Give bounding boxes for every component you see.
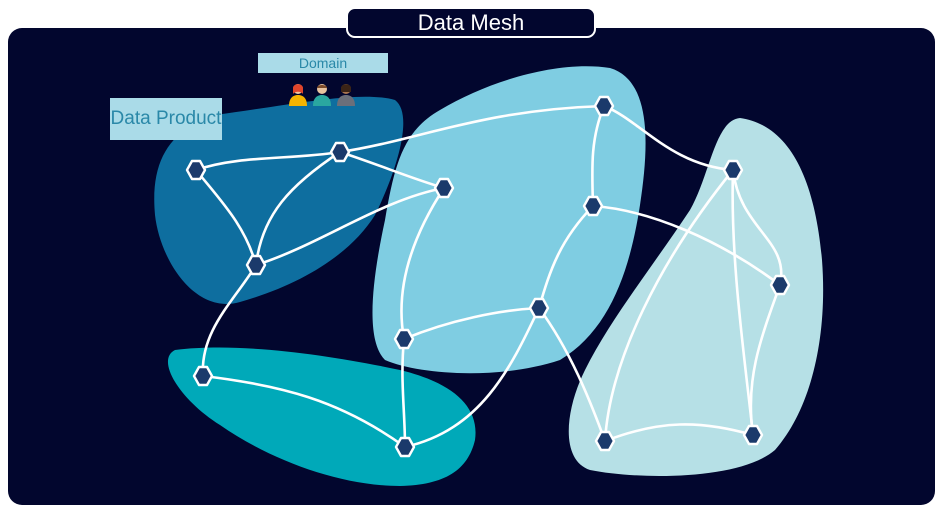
domain-label: Domain	[258, 53, 388, 73]
data-product-node	[394, 436, 416, 458]
person-icon	[289, 84, 307, 106]
data-product-node	[528, 297, 550, 319]
domain-region-light-blue	[372, 66, 646, 374]
data-product-node	[245, 254, 267, 276]
data-product-node	[742, 424, 764, 446]
data-product-node	[769, 274, 791, 296]
domain-region-pale	[568, 118, 824, 476]
data-product-node	[192, 365, 214, 387]
data-product-node	[594, 430, 616, 452]
data-product-label: Data Product	[110, 98, 222, 140]
data-product-node	[185, 159, 207, 181]
domain-team-icons	[289, 84, 355, 106]
person-icon	[313, 84, 331, 106]
data-product-node	[433, 177, 455, 199]
data-product-node	[722, 159, 744, 181]
data-product-node	[329, 141, 351, 163]
mesh-connections	[194, 104, 783, 449]
data-product-node	[393, 328, 415, 350]
data-product-node	[582, 195, 604, 217]
person-icon	[337, 84, 355, 106]
data-product-node	[593, 95, 615, 117]
diagram-title: Data Mesh	[346, 7, 596, 38]
